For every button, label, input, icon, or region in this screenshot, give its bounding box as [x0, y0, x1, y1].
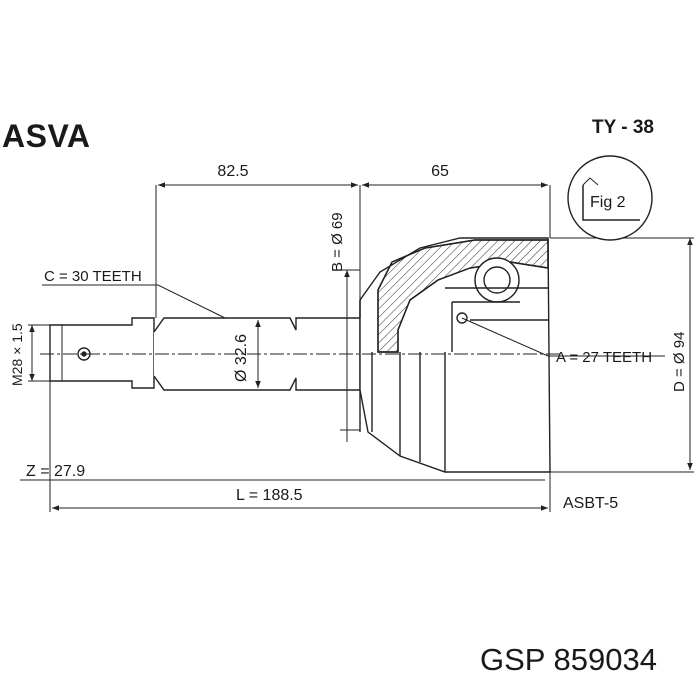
- fig-callout: Fig 2: [567, 155, 653, 241]
- dim-c-teeth: C = 30 TEETH: [44, 268, 142, 285]
- dimension-lines: [20, 182, 694, 512]
- dim-a-teeth: A = 27 TEETH: [556, 349, 652, 366]
- fig-label: Fig 2: [590, 194, 626, 211]
- dim-z-value: Z = 27.9: [26, 463, 85, 480]
- boot-code: ASBT-5: [563, 495, 618, 512]
- dim-thread: M28 × 1.5: [9, 323, 25, 386]
- dim-b-diameter: B = Ø 69: [329, 212, 346, 272]
- dim-shaft-diameter: Ø 32.6: [233, 334, 250, 382]
- dim-housing-length: 65: [431, 163, 449, 180]
- dim-total-length: L = 188.5: [236, 487, 303, 504]
- dim-shaft-length: 82.5: [217, 163, 248, 180]
- brand-logo: ASVA: [2, 118, 91, 154]
- model-code: TY - 38: [592, 117, 654, 138]
- dim-d-diameter: D = Ø 94: [671, 332, 688, 392]
- part-number: GSP 859034: [480, 642, 657, 677]
